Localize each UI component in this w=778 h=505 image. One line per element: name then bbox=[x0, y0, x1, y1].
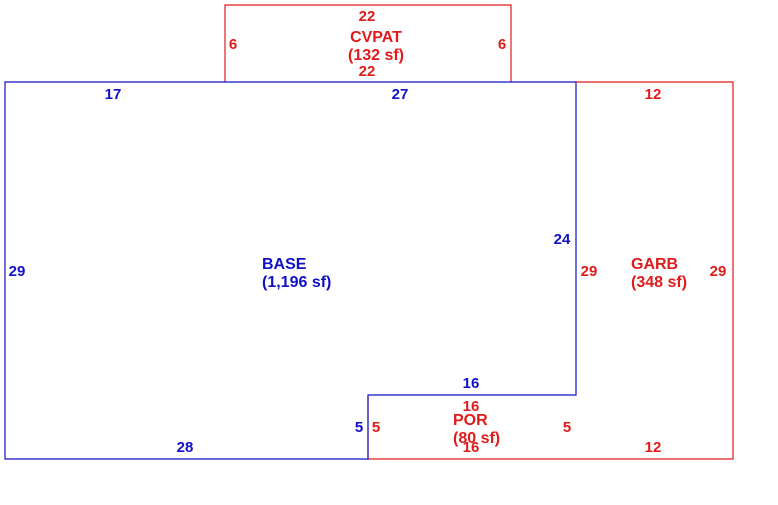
base-dim-step-horizontal: 16 bbox=[463, 375, 480, 392]
cvpat-area: 22 6 6 CVPAT (132 sf) 22 bbox=[224, 4, 512, 82]
por-dim-top: 16 bbox=[463, 398, 480, 415]
garb-dim-bottom: 12 bbox=[645, 439, 662, 456]
cvpat-dim-bottom: 22 bbox=[359, 63, 376, 80]
por-area: 16 5 5 POR (80 sf) 16 bbox=[367, 396, 576, 460]
por-area-value: (80 sf) bbox=[453, 430, 500, 447]
garb-dim-top: 12 bbox=[645, 86, 662, 103]
garb-dim-right: 29 bbox=[710, 263, 727, 280]
por-dim-left: 5 bbox=[372, 419, 380, 436]
garb-area-value: (348 sf) bbox=[631, 274, 687, 291]
cvpat-outline bbox=[224, 4, 512, 82]
cvpat-label: CVPAT bbox=[350, 29, 402, 46]
garb-dim-left: 29 bbox=[581, 263, 598, 280]
base-area-value: (1,196 sf) bbox=[262, 274, 331, 291]
base-outline bbox=[4, 81, 577, 460]
base-dim-top-left: 17 bbox=[105, 86, 122, 103]
cvpat-area-value: (132 sf) bbox=[348, 47, 404, 64]
por-label: POR bbox=[453, 412, 488, 429]
cvpat-dim-left: 6 bbox=[229, 36, 237, 53]
base-dim-right: 24 bbox=[554, 231, 571, 248]
cvpat-dim-right: 6 bbox=[498, 36, 506, 53]
base-area: 17 27 29 24 BASE (1,196 sf) 16 5 28 bbox=[4, 81, 577, 460]
garb-outline bbox=[576, 81, 734, 460]
garb-label: GARB bbox=[631, 256, 678, 273]
cvpat-dim-top: 22 bbox=[359, 8, 376, 25]
base-dim-step-vertical: 5 bbox=[355, 419, 363, 436]
por-dim-right: 5 bbox=[563, 419, 571, 436]
base-dim-bottom: 28 bbox=[177, 439, 194, 456]
base-dim-top-right: 27 bbox=[392, 86, 409, 103]
base-label: BASE bbox=[262, 256, 307, 273]
garb-area: 12 29 29 GARB (348 sf) 12 bbox=[576, 81, 734, 460]
base-dim-left: 29 bbox=[9, 263, 26, 280]
por-dim-bottom: 16 bbox=[463, 439, 480, 456]
